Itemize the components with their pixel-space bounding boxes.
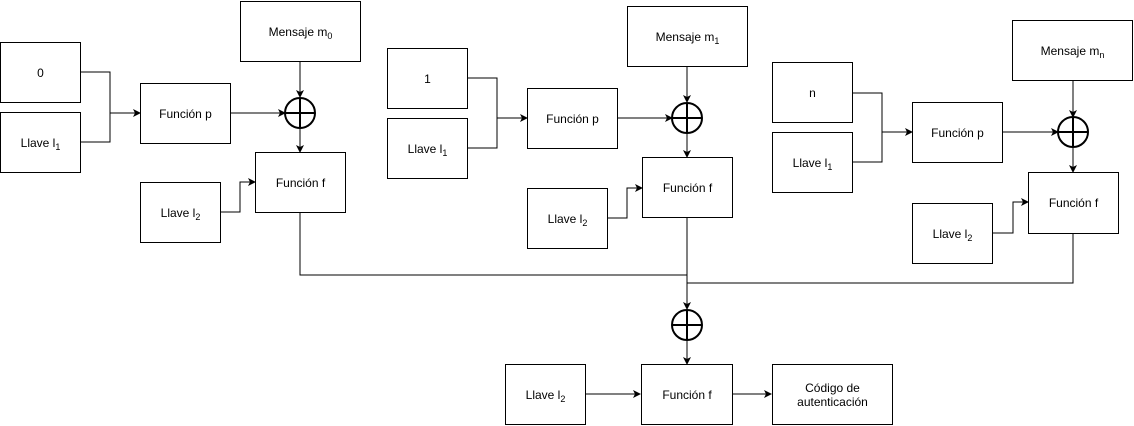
- message-label: Mensaje m: [655, 29, 715, 44]
- connector: [687, 233, 1074, 284]
- function-f-label: Función f: [1048, 196, 1099, 210]
- connector: [80, 71, 111, 113]
- key-block-l2: Llave l2: [527, 188, 608, 249]
- function-f-block: Función f: [255, 152, 346, 213]
- key-subscript: 2: [195, 211, 201, 222]
- connector: [299, 212, 687, 276]
- key-block-l2: Llave l2: [912, 203, 993, 264]
- key-block-l1: Llave l1: [772, 132, 853, 193]
- input-block-n: n: [772, 62, 853, 123]
- key-label: Llave l: [160, 205, 196, 220]
- function-f-label: Función f: [662, 387, 712, 402]
- key-label: Llave l: [20, 135, 56, 150]
- key-label: Llave l: [932, 226, 968, 241]
- xor-symbol-0: [284, 97, 316, 129]
- function-f-block: Función f: [1028, 172, 1119, 234]
- input-block-1: 1: [387, 48, 468, 109]
- key-label: Llave l: [525, 387, 561, 402]
- input-label-0: 0: [37, 65, 44, 80]
- connector: [852, 132, 883, 163]
- key-block-l1: Llave l1: [387, 118, 468, 179]
- function-p-block: Función p: [140, 83, 231, 144]
- key-subscript: 1: [55, 141, 61, 152]
- connector: [467, 118, 498, 149]
- key-subscript: 1: [827, 161, 833, 172]
- function-f-label: Función f: [275, 175, 326, 190]
- connector: [467, 77, 498, 118]
- xor-symbol-1: [671, 102, 703, 134]
- message-block-m0: Mensaje m0: [240, 1, 361, 62]
- message-block-m1: Mensaje m1: [627, 6, 748, 67]
- message-subscript: n: [1099, 49, 1105, 60]
- authentication-code-line2: autenticación: [797, 394, 868, 409]
- xor-symbol-n: [1057, 116, 1089, 148]
- key-block-l2: Llave l2: [140, 182, 221, 243]
- key-subscript: 1: [442, 147, 448, 158]
- connector: [993, 198, 1029, 234]
- function-f-block-final: Función f: [641, 364, 733, 425]
- message-subscript: 1: [714, 35, 720, 46]
- key-subscript: 2: [560, 393, 566, 404]
- key-label: Llave l: [792, 155, 828, 170]
- connector: [607, 184, 643, 219]
- function-f-block: Función f: [642, 157, 733, 218]
- xor-symbol-final: [671, 309, 703, 341]
- input-label-n: n: [809, 85, 816, 100]
- function-f-label: Función f: [662, 180, 713, 195]
- authentication-code-block: Código de autenticación: [772, 364, 893, 425]
- function-p-block: Función p: [912, 102, 1003, 163]
- function-p-label: Función p: [931, 125, 984, 140]
- message-block-mn: Mensaje mn: [1012, 20, 1133, 81]
- connector: [80, 113, 111, 143]
- authentication-code-line1: Código de: [805, 380, 860, 395]
- message-label: Mensaje m: [1040, 43, 1100, 58]
- key-subscript: 2: [967, 232, 973, 243]
- key-label: Llave l: [547, 211, 583, 226]
- function-p-block: Función p: [527, 88, 618, 149]
- input-block-0: 0: [0, 42, 81, 103]
- connector: [220, 178, 256, 213]
- connector: [852, 92, 883, 132]
- key-block-l1: Llave l1: [0, 112, 81, 173]
- key-label: Llave l: [407, 141, 443, 156]
- input-label-1: 1: [424, 71, 431, 86]
- message-subscript: 0: [327, 30, 333, 41]
- key-block-l2: Llave l2: [505, 364, 586, 425]
- message-label: Mensaje m: [268, 24, 328, 39]
- function-p-label: Función p: [546, 111, 599, 126]
- function-p-label: Función p: [159, 106, 212, 121]
- key-subscript: 2: [582, 217, 588, 228]
